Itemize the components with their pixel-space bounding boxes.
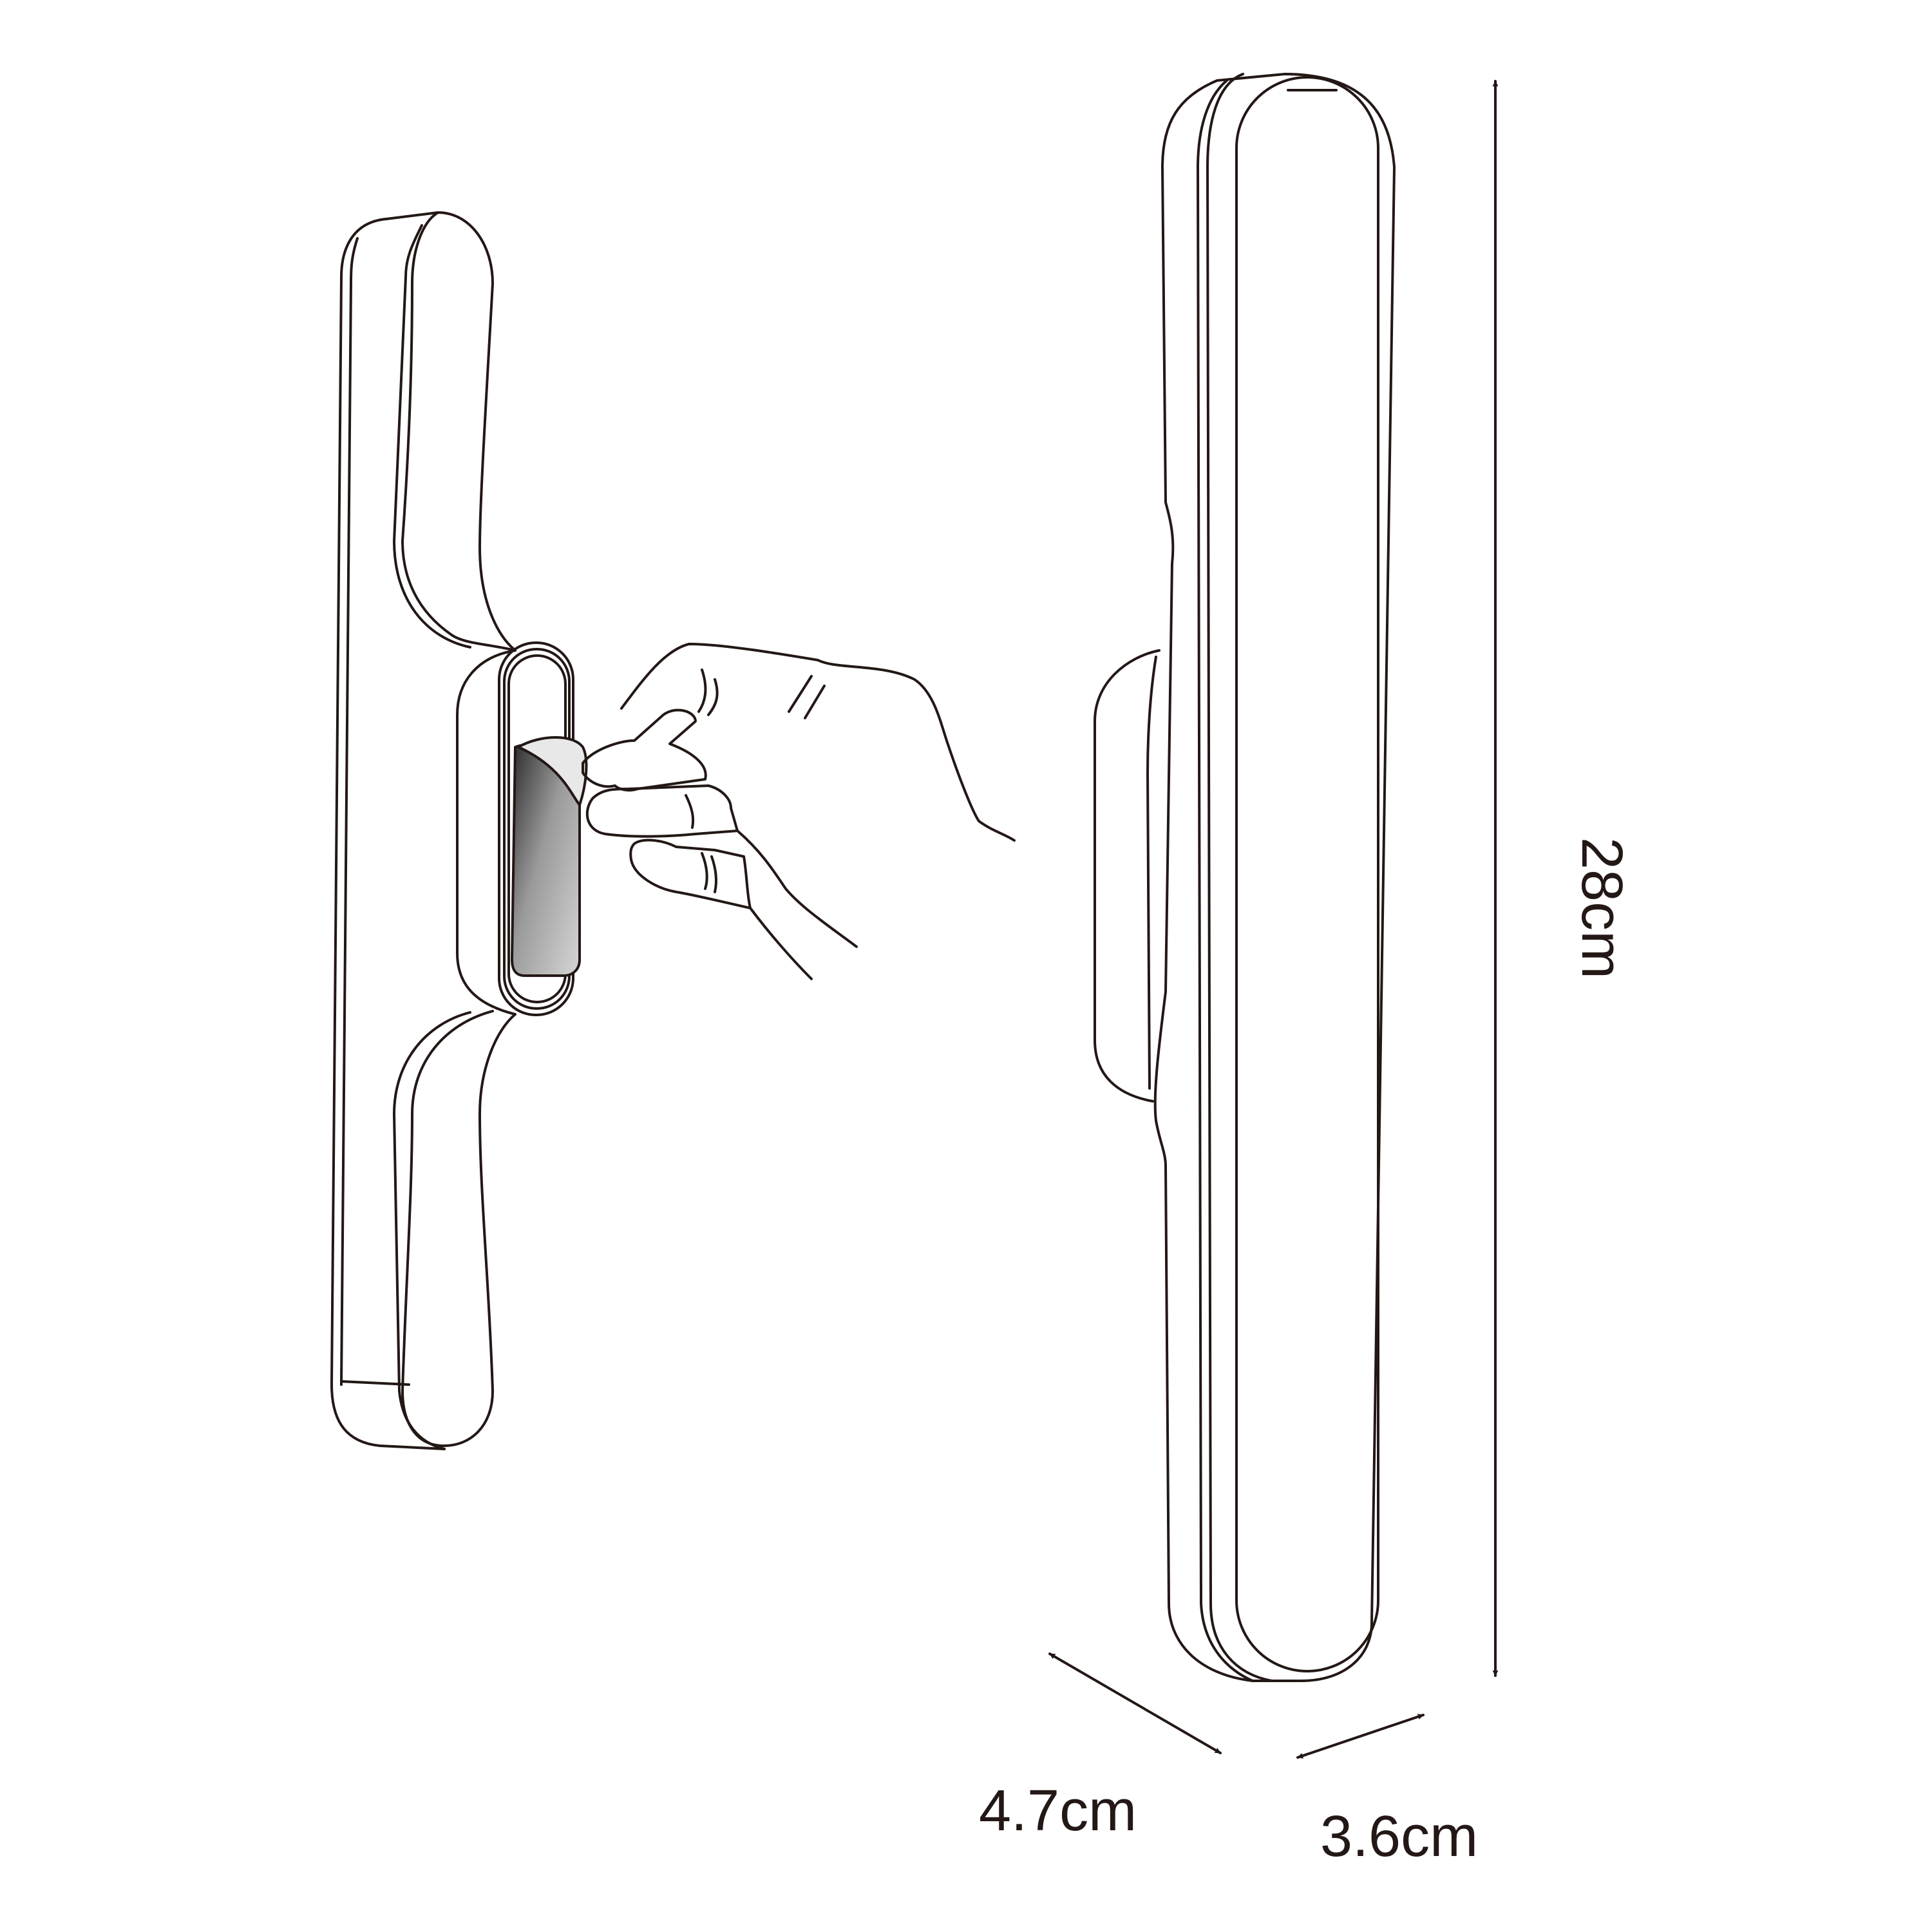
bar-upper-arm-inner [393,224,471,649]
hand-thumb-and-palm [620,643,1016,842]
width-dimension-label: 4.7cm [979,1779,1137,1843]
bar-lower-arm [401,1010,516,1447]
depth-dimension-label: 3.6cm [1320,1804,1479,1869]
bar-upper-arm [385,211,516,652]
bar-face-line [1197,79,1254,1682]
bar-outer-back [1153,73,1396,1682]
bar-bottom-seam [340,1380,410,1386]
hand-crease-2 [707,678,719,716]
hand-crease-1 [697,668,707,713]
hand-index-finger [582,708,707,792]
mount-base [1094,649,1160,1103]
hand-ring-finger [629,838,752,909]
bar-lower-arm-inner [393,1011,471,1450]
mount-body [456,649,516,1016]
hand-icon [582,643,1016,980]
light-bar-front-view [1094,73,1396,1682]
hand-crease-4 [804,685,826,719]
hand-crease-7 [710,855,718,893]
bar-lens [1235,76,1379,1672]
hand-crease-5 [685,794,695,829]
light-bar-side-view [330,211,588,1450]
bar-back-edge [330,218,446,1450]
arrow-icon [1296,1714,1425,1759]
height-dimension-label: 28cm [1569,837,1634,980]
hand-lower-edge [749,907,813,980]
hand-crease-3 [788,675,813,713]
hand-middle-finger [585,784,739,838]
bar-side-line [340,237,359,1386]
arrow-icon [1048,1653,1222,1754]
dimension-arrows [1048,80,1499,1759]
hand-wrist [736,829,858,948]
hand-crease-6 [701,852,708,890]
bar-face-outer [1206,73,1273,1682]
mount-base-inner [1146,656,1157,1090]
